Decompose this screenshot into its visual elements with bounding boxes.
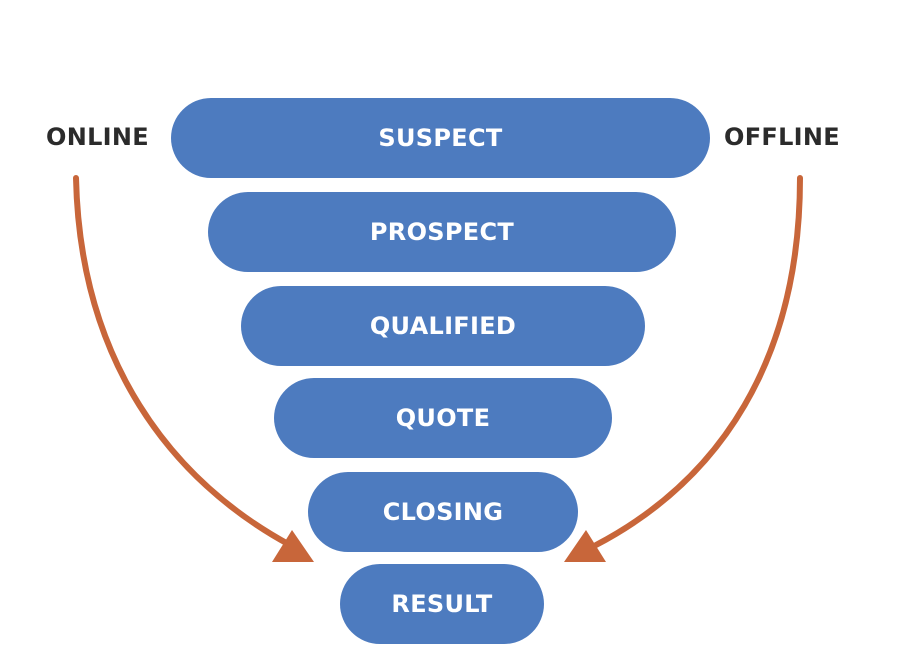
right-arrowhead-icon bbox=[564, 530, 606, 562]
stage-closing: CLOSING bbox=[308, 472, 578, 552]
stage-qualified: QUALIFIED bbox=[241, 286, 645, 366]
online-label: ONLINE bbox=[46, 123, 149, 151]
left-arrow-curve bbox=[73, 175, 293, 548]
stage-prospect: PROSPECT bbox=[208, 192, 676, 272]
left-arrowhead-icon bbox=[272, 530, 314, 562]
right-arrow-curve bbox=[593, 175, 803, 548]
stage-quote: QUOTE bbox=[274, 378, 612, 458]
stage-result: RESULT bbox=[340, 564, 544, 644]
offline-label: OFFLINE bbox=[724, 123, 840, 151]
stage-suspect: SUSPECT bbox=[171, 98, 710, 178]
